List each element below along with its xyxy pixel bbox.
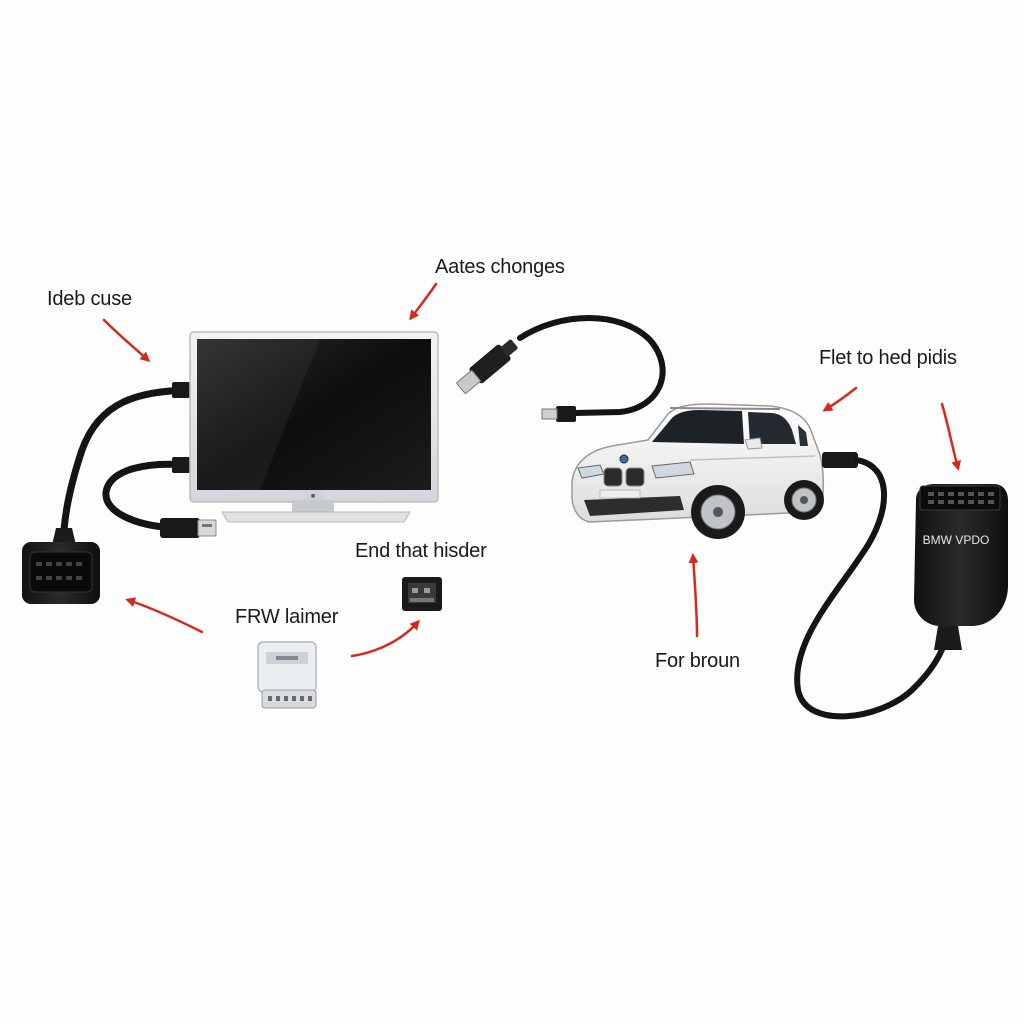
monitor-port-plug-lower — [172, 457, 190, 473]
upper-cable — [456, 315, 666, 422]
cable-to-left-connector — [60, 386, 190, 534]
arrow-to-small-module — [350, 619, 420, 658]
left-cables — [60, 386, 190, 534]
arrow-aates-chonges — [409, 282, 438, 321]
small-module-icon — [402, 577, 442, 611]
label-aates-chonges: Aates chonges — [435, 256, 565, 278]
obd-connector-left — [22, 528, 100, 604]
label-ideb-cuse: Ideb cuse — [47, 288, 132, 310]
computer-monitor-icon: ■ — [189, 331, 439, 523]
arrow-frw-to-connector — [125, 597, 204, 634]
bmw-suv-car-icon — [571, 403, 825, 539]
right-cable — [794, 452, 951, 720]
usb-plug-left — [160, 518, 217, 538]
white-adapter-icon — [257, 641, 317, 709]
arrow-to-adapter — [940, 402, 961, 471]
label-for-broun: For broun — [655, 650, 740, 672]
annotation-arrows — [102, 282, 961, 658]
label-frw-laimer: FRW laimer — [235, 606, 339, 628]
obd-adapter-icon: BMW VPDO — [914, 484, 1008, 650]
label-end-that-hisder: End that hisder — [355, 540, 487, 562]
monitor-port-plug-upper — [172, 382, 190, 398]
label-flet-to-hed-pidis: Flet to hed pidis — [819, 347, 957, 369]
arrow-flet-to-hed-pidis — [822, 386, 858, 412]
cable-monitor-to-usb — [102, 460, 190, 531]
adapter-brand-text: BMW VPDO — [923, 533, 990, 547]
svg-text:■: ■ — [311, 493, 315, 500]
arrow-ideb-cuse — [102, 318, 151, 362]
arrow-for-broun — [688, 553, 699, 638]
